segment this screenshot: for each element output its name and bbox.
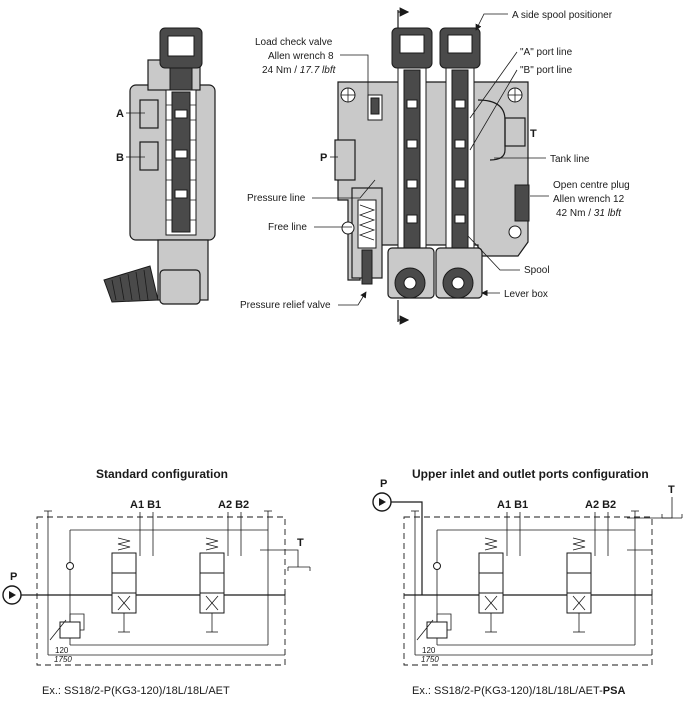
open-centre-plug-callout: Open centre plug Allen wrench 12 42 Nm /… xyxy=(530,180,630,219)
tank-line-label: Tank line xyxy=(550,154,590,165)
port-p-label: P xyxy=(320,152,327,164)
schematic-upper-ports: Upper inlet and outlet ports configurati… xyxy=(372,467,683,697)
pressure-relief-valve-callout: Pressure relief valve xyxy=(240,291,367,311)
example-code: Ex.: SS18/2-P(KG3-120)/18L/18L/AET xyxy=(42,685,230,697)
port-t-callout: T xyxy=(530,128,537,140)
relief-psi-label: 1750 xyxy=(421,655,439,664)
port-a-callout: A xyxy=(116,108,145,120)
port-p-callout: P xyxy=(320,152,338,164)
port-a-label: A xyxy=(116,108,124,120)
port-t-label: T xyxy=(297,537,304,549)
valve-section-2 xyxy=(199,537,225,633)
free-line-label: Free line xyxy=(268,222,307,233)
port-p-label: P xyxy=(380,478,387,490)
a-port-line-label: "A" port line xyxy=(520,47,573,58)
relief-valve-symbol xyxy=(416,613,452,641)
pressure-line-callout: Pressure line xyxy=(247,179,376,204)
main-cross-section xyxy=(334,7,530,325)
port-t-label: T xyxy=(530,128,537,140)
schematic-title: Standard configuration xyxy=(96,467,228,481)
section2-ports-label: A2 B2 xyxy=(218,499,249,511)
side-spool-positioner-label: A side spool positioner xyxy=(512,10,613,21)
spool-label: Spool xyxy=(524,265,550,276)
section1-ports-label: A1 B1 xyxy=(497,499,528,511)
valve-section-2 xyxy=(566,537,592,633)
open-centre-wrench-label: Allen wrench 12 xyxy=(553,194,625,205)
valve-section-1 xyxy=(111,537,137,633)
b-port-line-label: "B" port line xyxy=(520,65,573,76)
lever-box-label: Lever box xyxy=(504,289,548,300)
open-centre-plug-label: Open centre plug xyxy=(553,180,630,191)
valve-section-1 xyxy=(478,537,504,633)
relief-valve-symbol xyxy=(49,613,85,641)
side-spool-positioner-callout: A side spool positioner xyxy=(475,10,613,31)
a-port-line-callout: "A" port line xyxy=(469,47,573,119)
b-port-line-callout: "B" port line xyxy=(469,65,573,151)
port-p-label: P xyxy=(10,571,17,583)
side-view-valve xyxy=(103,27,216,305)
free-line-callout: Free line xyxy=(268,222,352,233)
load-check-valve-callout: Load check valve Allen wrench 8 24 Nm / … xyxy=(255,37,369,96)
example-code: Ex.: SS18/2-P(KG3-120)/18L/18L/AET-PSA xyxy=(412,685,625,697)
pressure-line-label: Pressure line xyxy=(247,193,306,204)
tank-line-callout: Tank line xyxy=(494,154,590,165)
open-centre-torque-label: 42 Nm / 31 lbft xyxy=(556,208,622,219)
load-check-valve-label: Load check valve xyxy=(255,37,333,48)
load-check-torque-label: 24 Nm / 17.7 lbft xyxy=(262,65,337,76)
port-t-label: T xyxy=(668,484,675,496)
pressure-relief-valve-label: Pressure relief valve xyxy=(240,300,331,311)
relief-pressure-label: 120 xyxy=(422,646,436,655)
schematic-standard: Standard configuration P T A1 B1 A2 B2 xyxy=(2,467,311,697)
lever-box-callout: Lever box xyxy=(481,289,548,300)
spool-callout: Spool xyxy=(467,235,550,276)
relief-pressure-label: 120 xyxy=(55,646,69,655)
schematic-title: Upper inlet and outlet ports configurati… xyxy=(412,467,649,481)
section2-ports-label: A2 B2 xyxy=(585,499,616,511)
port-b-callout: B xyxy=(116,152,145,164)
relief-psi-label: 1750 xyxy=(54,655,72,664)
port-b-label: B xyxy=(116,152,124,164)
load-check-wrench-label: Allen wrench 8 xyxy=(268,51,334,62)
section1-ports-label: A1 B1 xyxy=(130,499,161,511)
